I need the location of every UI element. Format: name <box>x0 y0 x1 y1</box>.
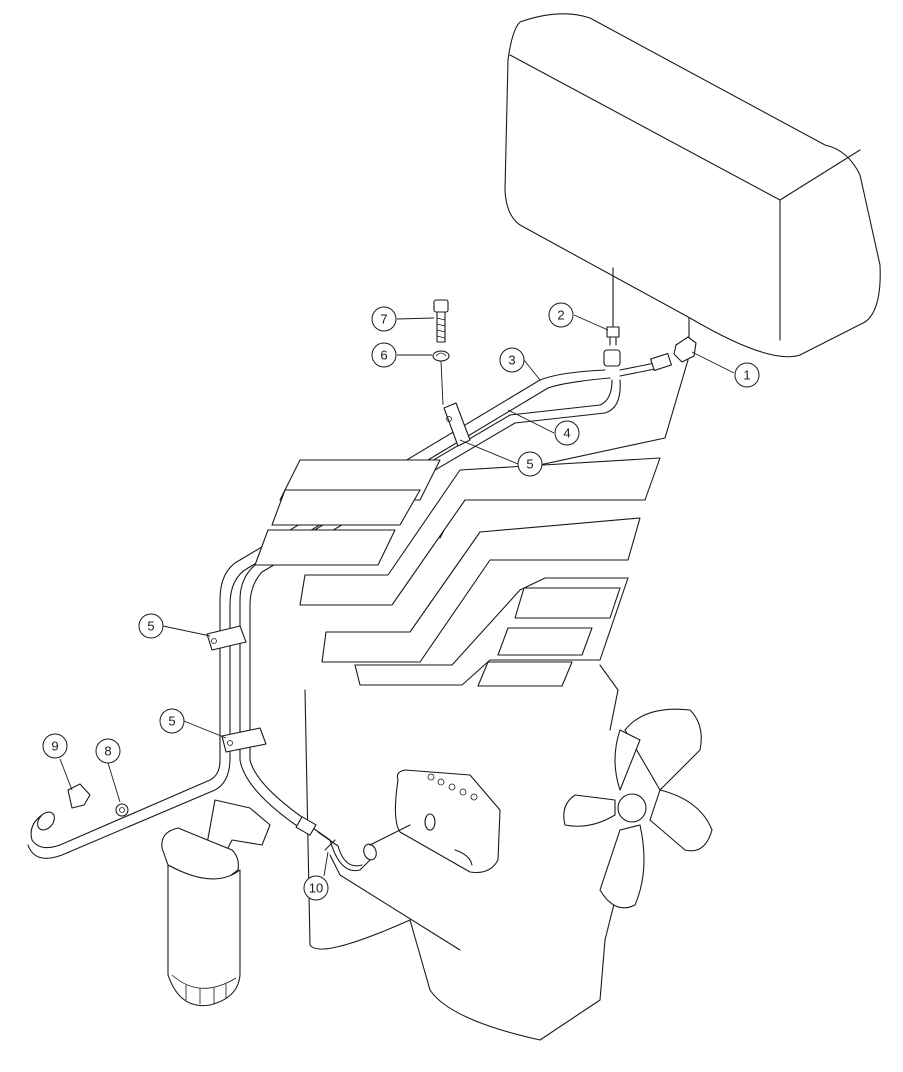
callout-8: 8 <box>95 738 121 764</box>
callout-1: 1 <box>734 362 760 388</box>
banjo-fittings <box>37 783 129 831</box>
callout-7: 7 <box>371 306 397 332</box>
cooling-fan <box>563 708 713 909</box>
callout-9-label: 9 <box>51 739 58 754</box>
callout-7-label: 7 <box>380 312 387 327</box>
callout-leaders <box>59 314 735 877</box>
callout-2-label: 2 <box>557 308 564 323</box>
callout-4: 4 <box>554 420 580 446</box>
callout-6: 6 <box>371 342 397 368</box>
pipe-clamps <box>206 402 471 753</box>
return-pipe <box>295 816 411 872</box>
fuel-pipes <box>27 359 689 859</box>
callout-5-upper: 5 <box>517 451 543 477</box>
callout-5-lower: 5 <box>159 708 185 734</box>
callout-10-label: 10 <box>309 881 323 896</box>
bolt-and-washer <box>432 299 450 406</box>
fuel-filter <box>161 799 271 1007</box>
callout-5-middle-label: 5 <box>147 619 154 634</box>
callout-10: 10 <box>303 875 329 901</box>
engine <box>254 457 661 1041</box>
callout-6-label: 6 <box>380 348 387 363</box>
tank-fittings <box>603 267 697 377</box>
callout-2: 2 <box>548 302 574 328</box>
callout-3-label: 3 <box>508 353 515 368</box>
fuel-tank <box>504 13 881 358</box>
callout-4-label: 4 <box>563 426 570 441</box>
callout-1-label: 1 <box>743 368 750 383</box>
callout-5-middle: 5 <box>138 613 164 639</box>
callout-5-upper-label: 5 <box>526 457 533 472</box>
callout-3: 3 <box>499 347 525 373</box>
callout-5-lower-label: 5 <box>168 714 175 729</box>
injection-pump <box>394 769 501 874</box>
callout-9: 9 <box>42 733 68 759</box>
callout-8-label: 8 <box>104 744 111 759</box>
